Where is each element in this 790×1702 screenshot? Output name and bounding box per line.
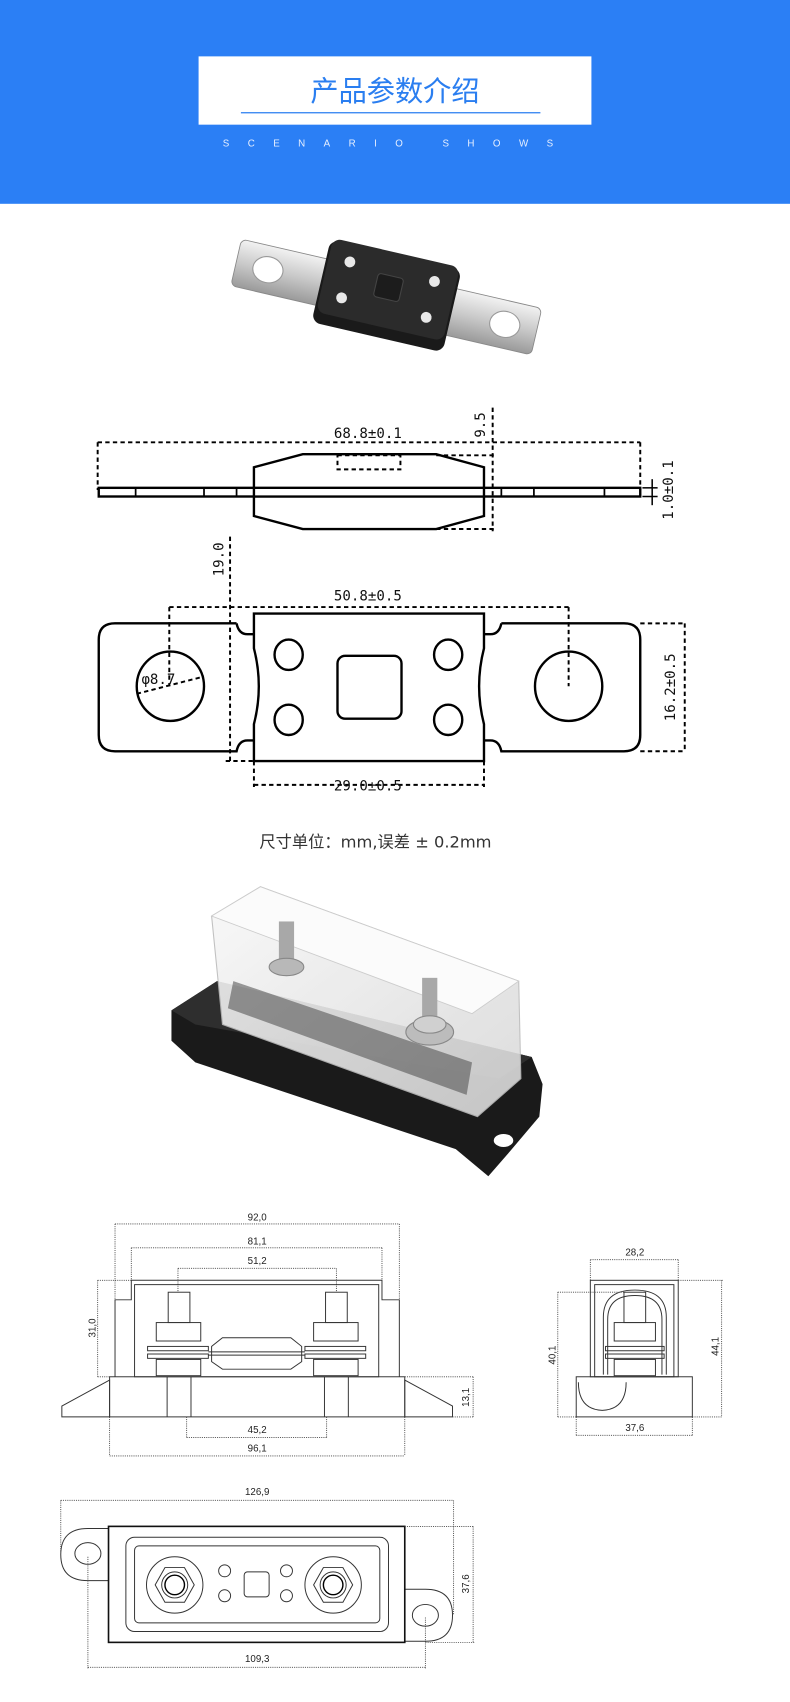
dim-body-height: 9.5 <box>473 412 489 437</box>
dim-hole-pitch: 50.8±0.5 <box>334 589 402 605</box>
unit-caption: 尺寸单位：mm,误差 ± 0.2mm <box>259 833 491 852</box>
dim-overall-length: 68.8±0.1 <box>334 426 402 442</box>
dim-base-inner: 45,2 <box>248 1425 267 1436</box>
dim-total-length: 126,9 <box>245 1487 269 1498</box>
holder-top-view-drawing: 126,9 37,6 109,3 <box>60 1487 475 1670</box>
page-subtitle: SCENARIO SHOWS <box>223 138 572 149</box>
dim-cover-outer: 92,0 <box>248 1213 268 1224</box>
dim-tab-offset: 19.0 <box>212 542 228 576</box>
dim-tab-width: 16.2±0.5 <box>663 653 679 721</box>
dim-stud-height: 40,1 <box>548 1346 559 1365</box>
dim-cover-inner: 81,1 <box>248 1237 267 1248</box>
holder-front-view-drawing: 92,0 81,1 51,2 31,0 <box>61 1213 475 1457</box>
header-banner: 产品参数介绍 SCENARIO SHOWS <box>0 0 790 204</box>
holder-side-view-drawing: 28,2 40,1 44,1 37,6 <box>548 1247 723 1437</box>
dim-base-width: 37,6 <box>625 1423 644 1434</box>
dim-stud-pitch: 51,2 <box>248 1256 267 1267</box>
page-title: 产品参数介绍 <box>310 75 479 108</box>
fuse-photo <box>231 239 542 355</box>
fuse-side-view-drawing: 68.8±0.1 9.5 1.0±0.1 <box>96 407 677 532</box>
dim-base-height: 13,1 <box>461 1388 472 1407</box>
dim-holder-width: 37,6 <box>461 1574 472 1593</box>
dim-base-length: 96,1 <box>248 1444 267 1455</box>
dim-body-width: 29.0±0.5 <box>334 778 402 794</box>
dim-tab-thickness: 1.0±0.1 <box>661 460 677 519</box>
dim-mount-hole-pitch: 109,3 <box>245 1654 269 1665</box>
dim-cover-width: 28,2 <box>625 1247 644 1258</box>
fuse-top-view-drawing: 19.0 50.8±0.5 φ8.7 16.2±0.5 29.0±0.5 <box>97 536 686 794</box>
left-terminal <box>146 1556 204 1614</box>
fuse-holder-photo <box>171 886 543 1177</box>
dim-cover-height: 31,0 <box>87 1318 98 1338</box>
dim-total-height: 44,1 <box>710 1337 721 1356</box>
dim-hole-diameter: φ8.7 <box>141 672 175 688</box>
right-terminal <box>304 1556 362 1614</box>
right-stud <box>304 1291 367 1377</box>
left-stud <box>147 1291 209 1377</box>
